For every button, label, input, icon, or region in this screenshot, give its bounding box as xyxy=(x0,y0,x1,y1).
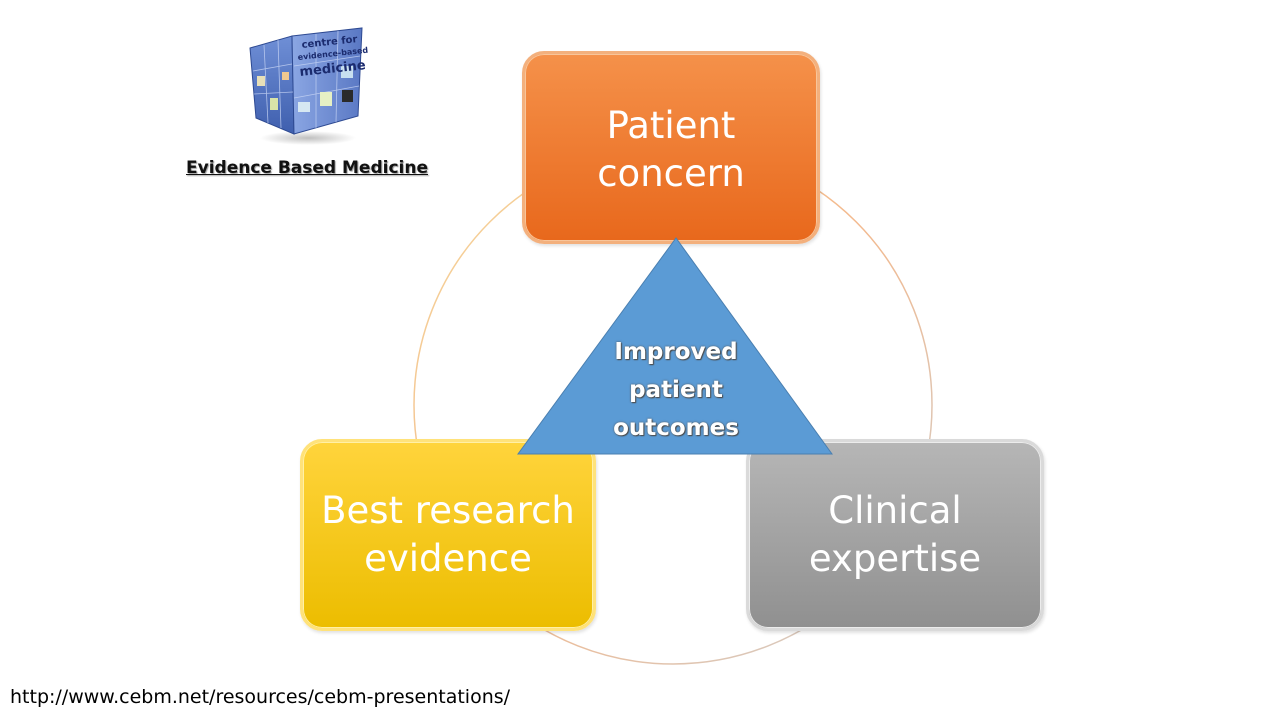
patient-concern-label: Patient concern xyxy=(597,104,745,195)
logo-cube-text-3: medicine xyxy=(299,58,367,80)
logo-caption: Evidence Based Medicine xyxy=(186,158,428,178)
improved-patient-outcomes-label: Improved patient outcomes xyxy=(613,339,739,441)
best-research-evidence-box: Best research evidence xyxy=(300,439,596,631)
source-url-link[interactable]: http://www.cebm.net/resources/cebm-prese… xyxy=(10,686,511,708)
clinical-expertise-box: Clinical expertise xyxy=(746,439,1044,631)
clinical-expertise-label: Clinical expertise xyxy=(808,489,982,580)
patient-concern-box: Patient concern xyxy=(522,51,820,244)
best-research-evidence-label: Best research evidence xyxy=(321,489,575,580)
cebm-logo-cube-icon: centre for evidence-based medicine xyxy=(249,27,369,145)
